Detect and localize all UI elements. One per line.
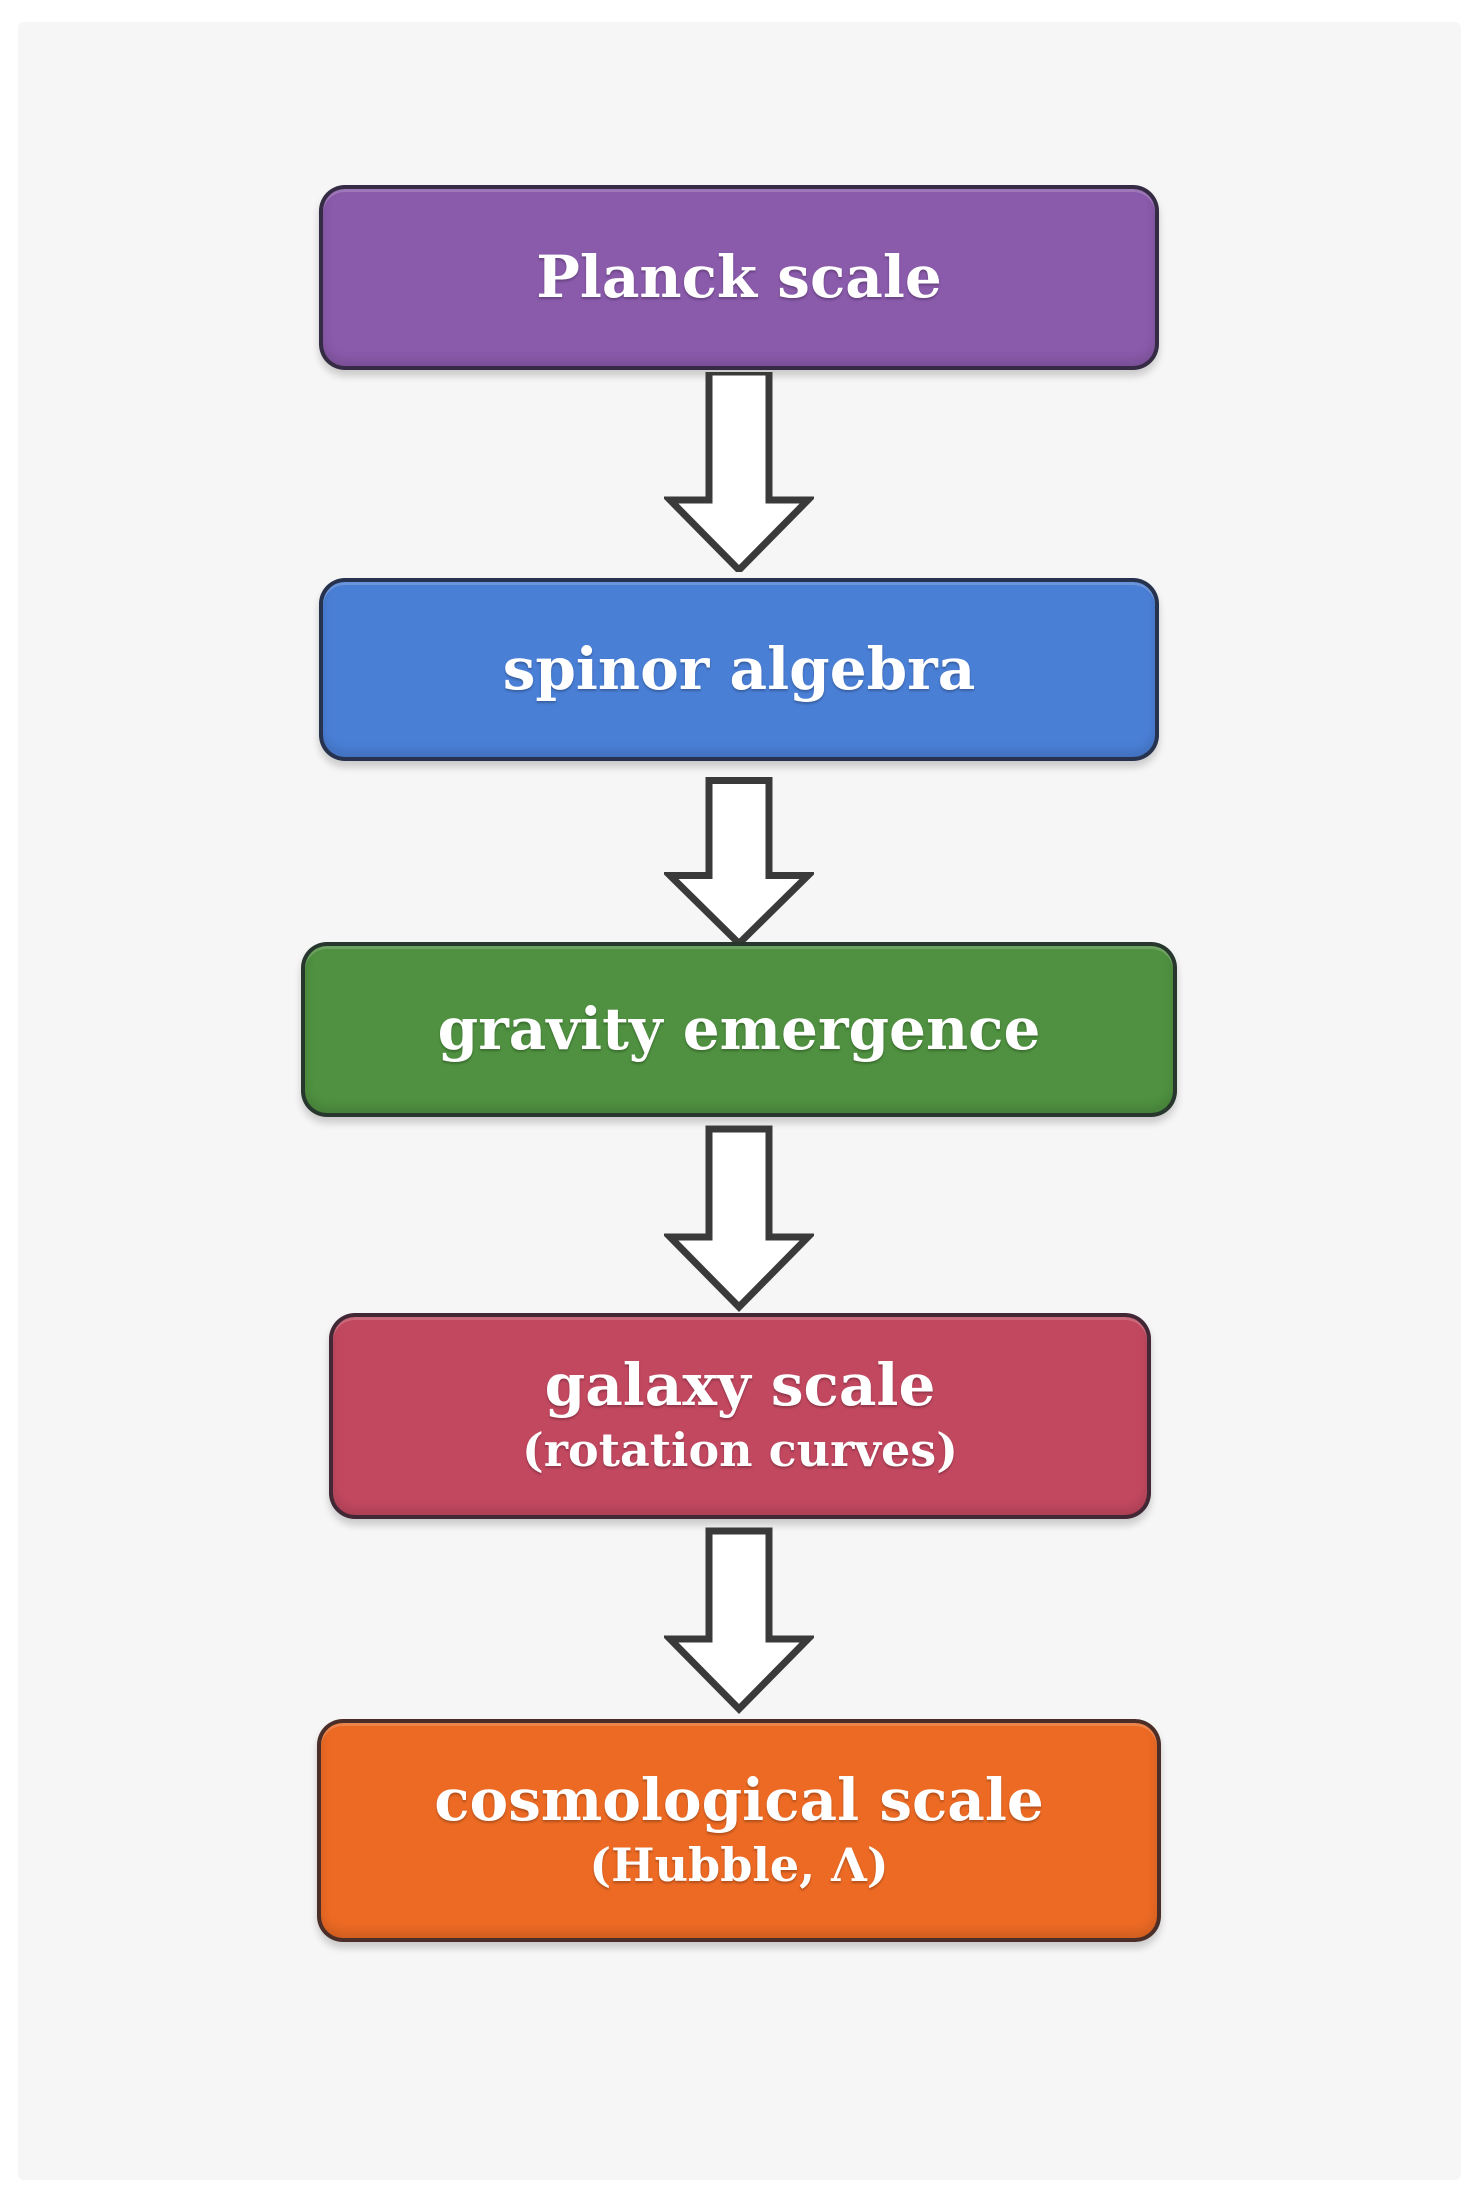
node-cosmological-scale: cosmological scale (Hubble, Λ) <box>317 1719 1161 1942</box>
node-cosmological-scale-subtitle: (Hubble, Λ) <box>589 1837 889 1892</box>
node-galaxy-scale: galaxy scale (rotation curves) <box>329 1313 1151 1519</box>
arrow-down-icon <box>664 777 814 949</box>
arrow-down-icon <box>664 1125 814 1312</box>
node-spinor-algebra: spinor algebra <box>319 578 1159 761</box>
node-planck-scale-title: Planck scale <box>536 243 942 312</box>
node-gravity-emergence-title: gravity emergence <box>437 995 1041 1064</box>
arrow-down-icon <box>664 1527 814 1714</box>
node-cosmological-scale-title: cosmological scale <box>434 1765 1044 1834</box>
node-planck-scale: Planck scale <box>319 185 1159 370</box>
node-spinor-algebra-title: spinor algebra <box>502 635 976 704</box>
node-galaxy-scale-title: galaxy scale <box>544 1351 936 1420</box>
node-galaxy-scale-subtitle: (rotation curves) <box>522 1423 958 1477</box>
node-gravity-emergence: gravity emergence <box>301 942 1177 1117</box>
arrow-down-icon <box>664 372 814 572</box>
